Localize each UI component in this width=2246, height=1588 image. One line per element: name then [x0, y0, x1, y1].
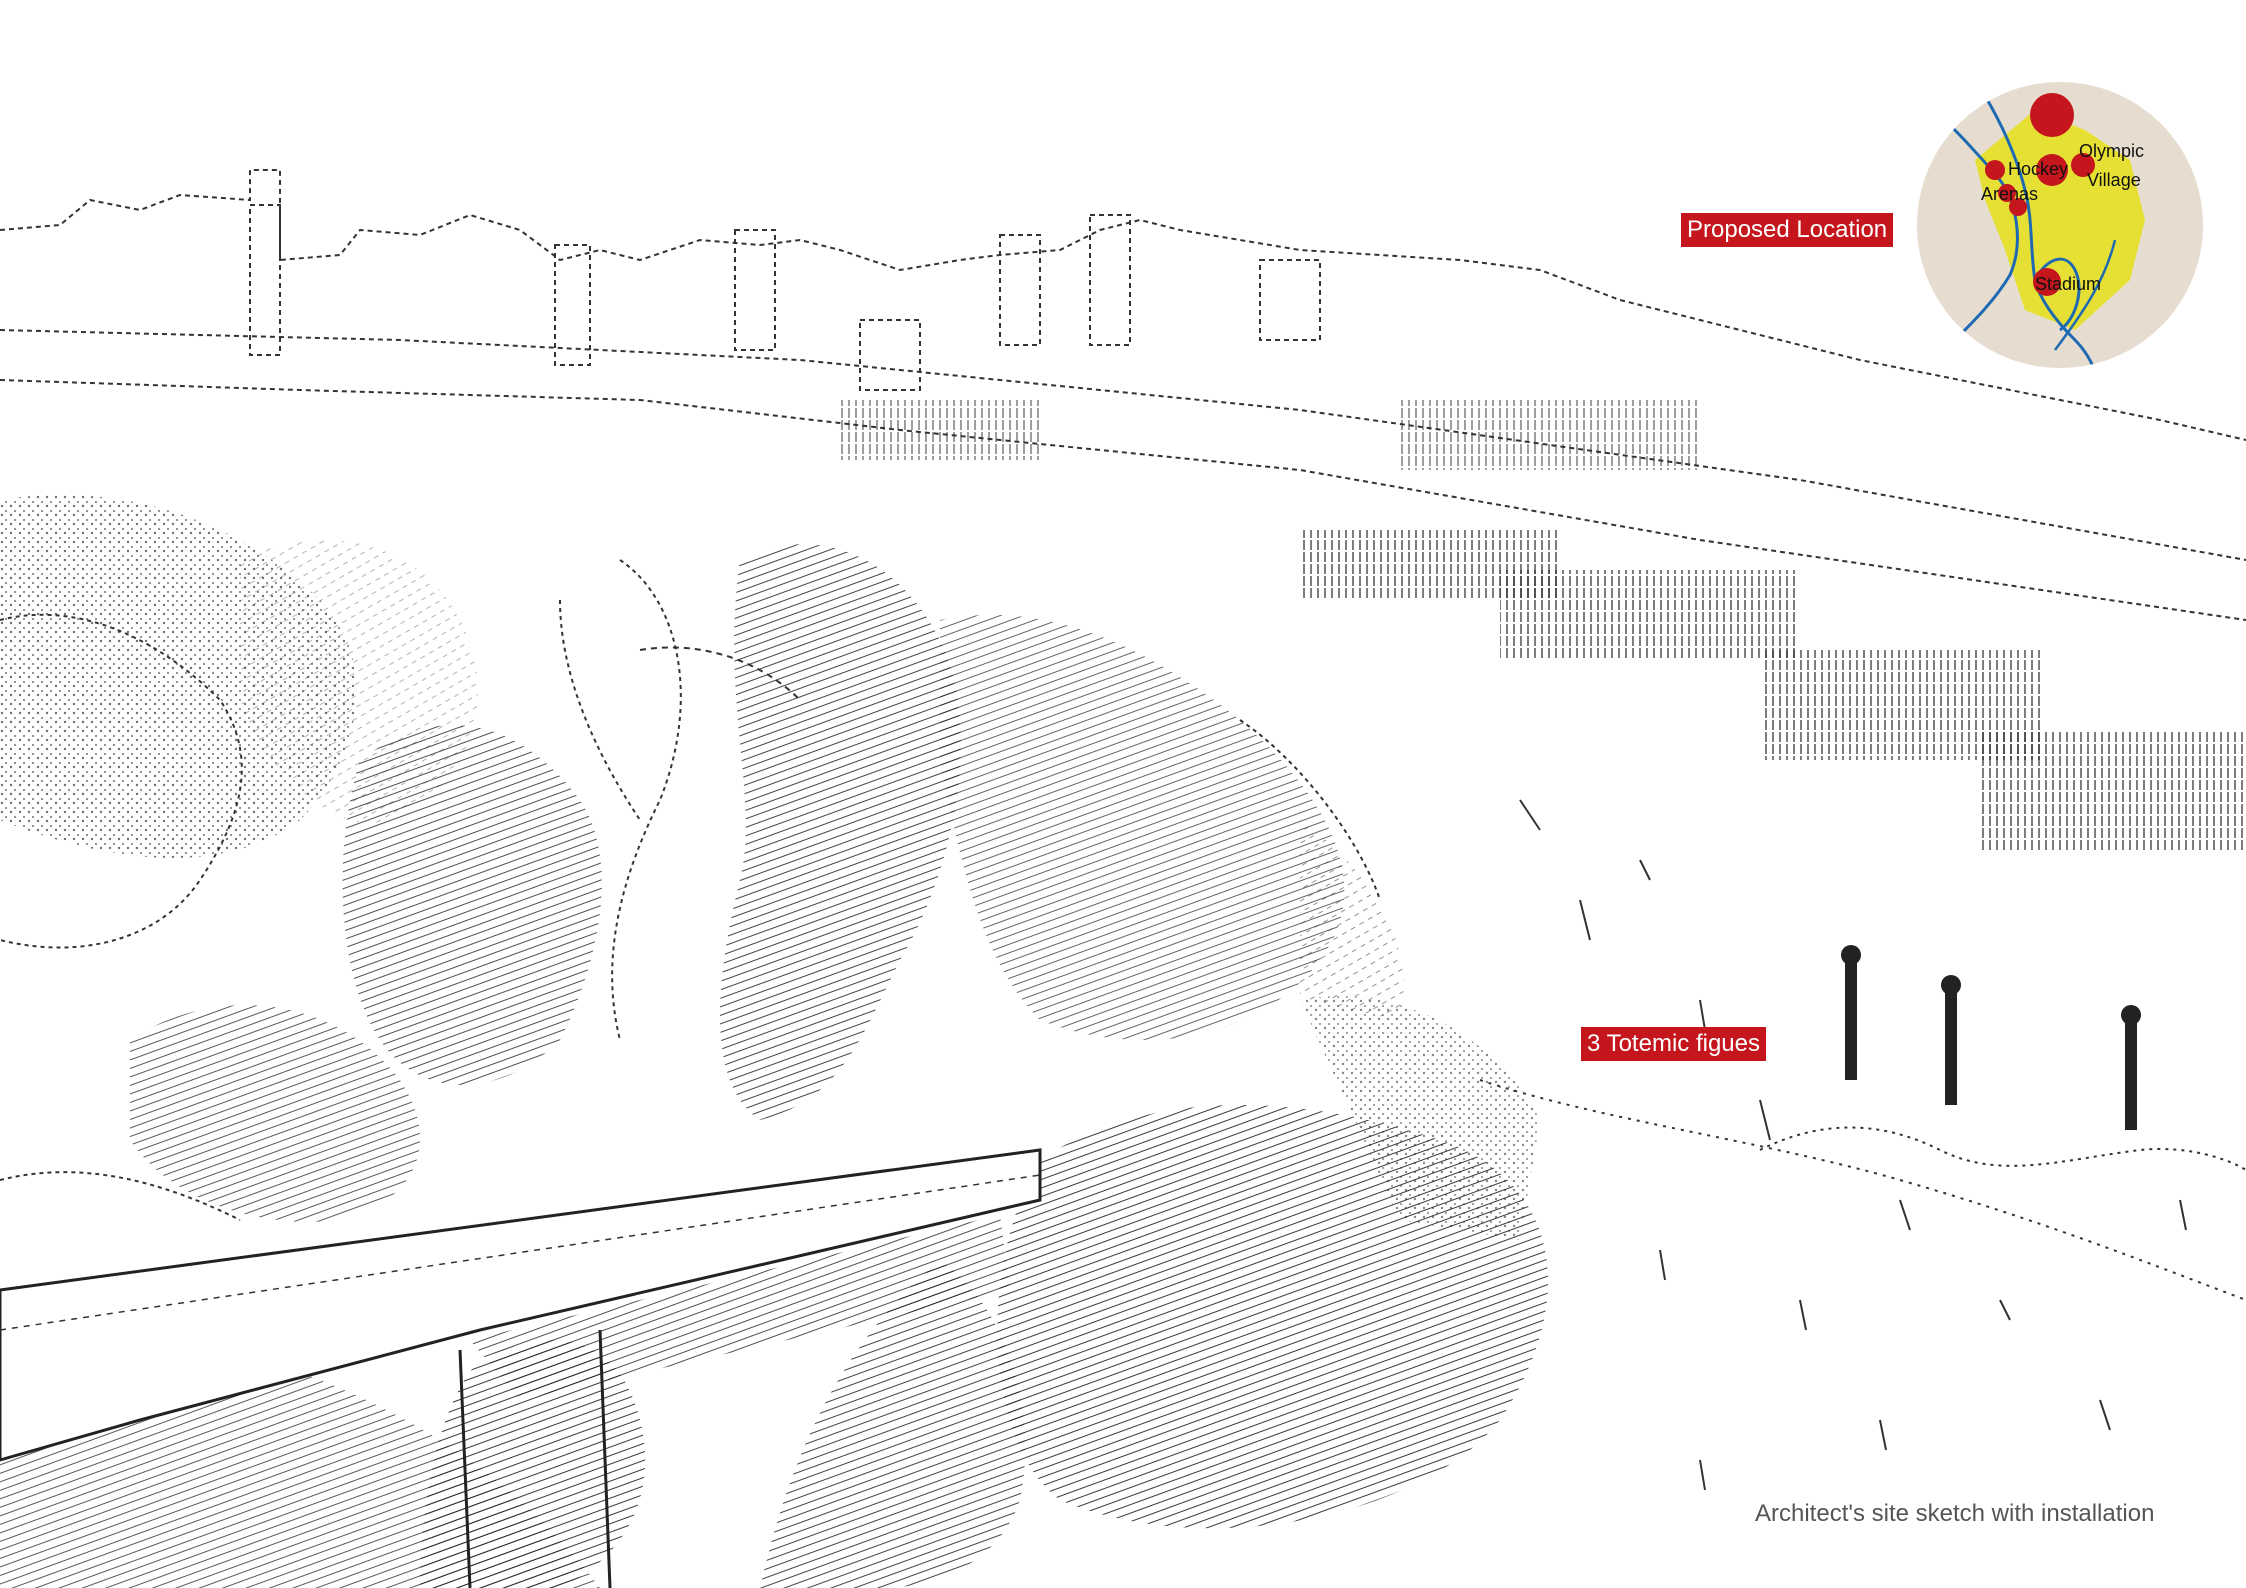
tree-masses — [0, 494, 1548, 1588]
river-east — [2053, 239, 2117, 351]
marker-arena-2 — [2009, 198, 2027, 216]
foliage-outlines — [0, 559, 1381, 1221]
marker-large — [2030, 93, 2074, 137]
marker-stadium — [2033, 268, 2061, 296]
location-inset-map: Hockey Arenas Olympic Village Stadium — [1917, 82, 2203, 368]
marker-arena-1 — [1998, 184, 2016, 202]
marker-olympic — [2071, 153, 2095, 177]
river-main — [1973, 82, 2097, 368]
walkway — [0, 1148, 1042, 1588]
totemic-figures-tag: 3 Totemic figues — [1581, 1027, 1766, 1061]
inset-label-stadium: Stadium — [2035, 274, 2101, 294]
proposed-location-tag: Proposed Location — [1681, 213, 1894, 247]
inset-label-olympic: Olympic — [2079, 141, 2144, 161]
inset-label-arenas: Arenas — [1981, 184, 2038, 204]
inset-label-village: Village — [2087, 170, 2141, 190]
river-loop — [2033, 257, 2081, 332]
inset-label-hockey: Hockey — [2008, 159, 2068, 179]
marker-village — [2036, 154, 2068, 186]
totemic-figures — [1759, 945, 2246, 1171]
building-rows — [840, 400, 2246, 850]
marker-hockey — [1985, 160, 2005, 180]
sketch-caption: Architect's site sketch with installatio… — [1755, 1500, 2155, 1527]
meadow-marks — [639, 646, 2246, 1491]
